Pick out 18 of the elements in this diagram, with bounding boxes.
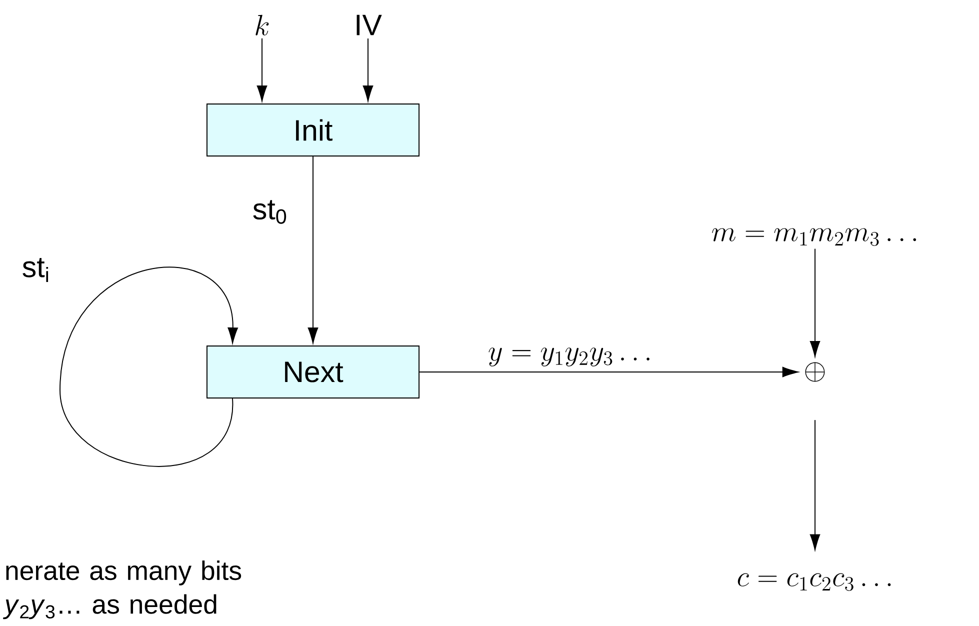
edge-label: st$_{0}$	[253, 200, 286, 224]
process-box: Next	[206, 346, 420, 398]
input-label: IV	[356, 14, 382, 36]
process-box: Init	[206, 104, 420, 156]
edge-label: $y = y_1y_2y_3\ldots$	[488, 348, 650, 366]
arrow	[60, 266, 238, 467]
xor-symbol: $\oplus$	[805, 362, 825, 382]
arrow	[419, 366, 798, 378]
arrow	[810, 420, 820, 550]
arrow	[362, 38, 374, 102]
edge-label: st$_{i}$	[22, 258, 48, 282]
output-label: $c = c_1c_2c_3\ldots$	[738, 573, 891, 591]
arrow	[810, 248, 820, 357]
input-label: $k$	[256, 14, 269, 36]
input-label: $m = m_1m_2m_3\ldots$	[712, 228, 916, 246]
arrow	[256, 38, 268, 102]
note-text: nerate as many bits y$_{2}$y$_{3}$… as needed	[2, 560, 242, 620]
arrow	[308, 156, 318, 344]
